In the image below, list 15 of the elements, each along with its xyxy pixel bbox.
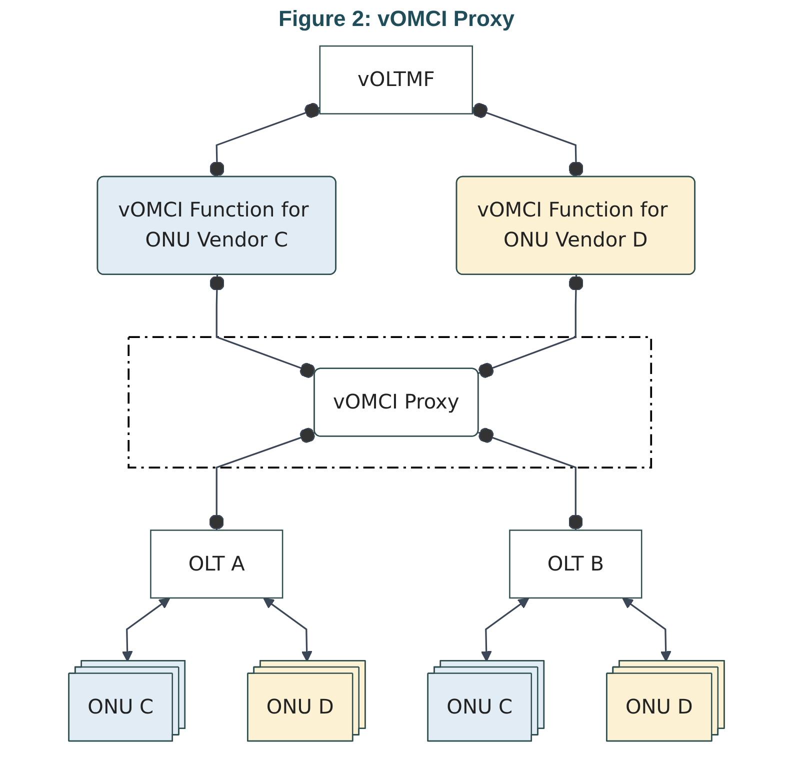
node-box: OLT A <box>150 530 284 599</box>
figure-title: Figure 2: vOMCI Proxy <box>278 6 516 32</box>
connector <box>472 102 584 178</box>
node-box: vOLTMF <box>319 45 473 114</box>
connector <box>478 274 584 378</box>
connector <box>210 274 316 378</box>
cluster <box>128 336 652 468</box>
node-box: OLT B <box>509 530 642 599</box>
arrow <box>622 598 672 662</box>
connector <box>478 428 584 530</box>
connector <box>209 428 316 530</box>
connector <box>210 102 320 178</box>
arrow <box>480 598 530 662</box>
arrow <box>122 598 170 662</box>
arrow <box>263 598 312 662</box>
